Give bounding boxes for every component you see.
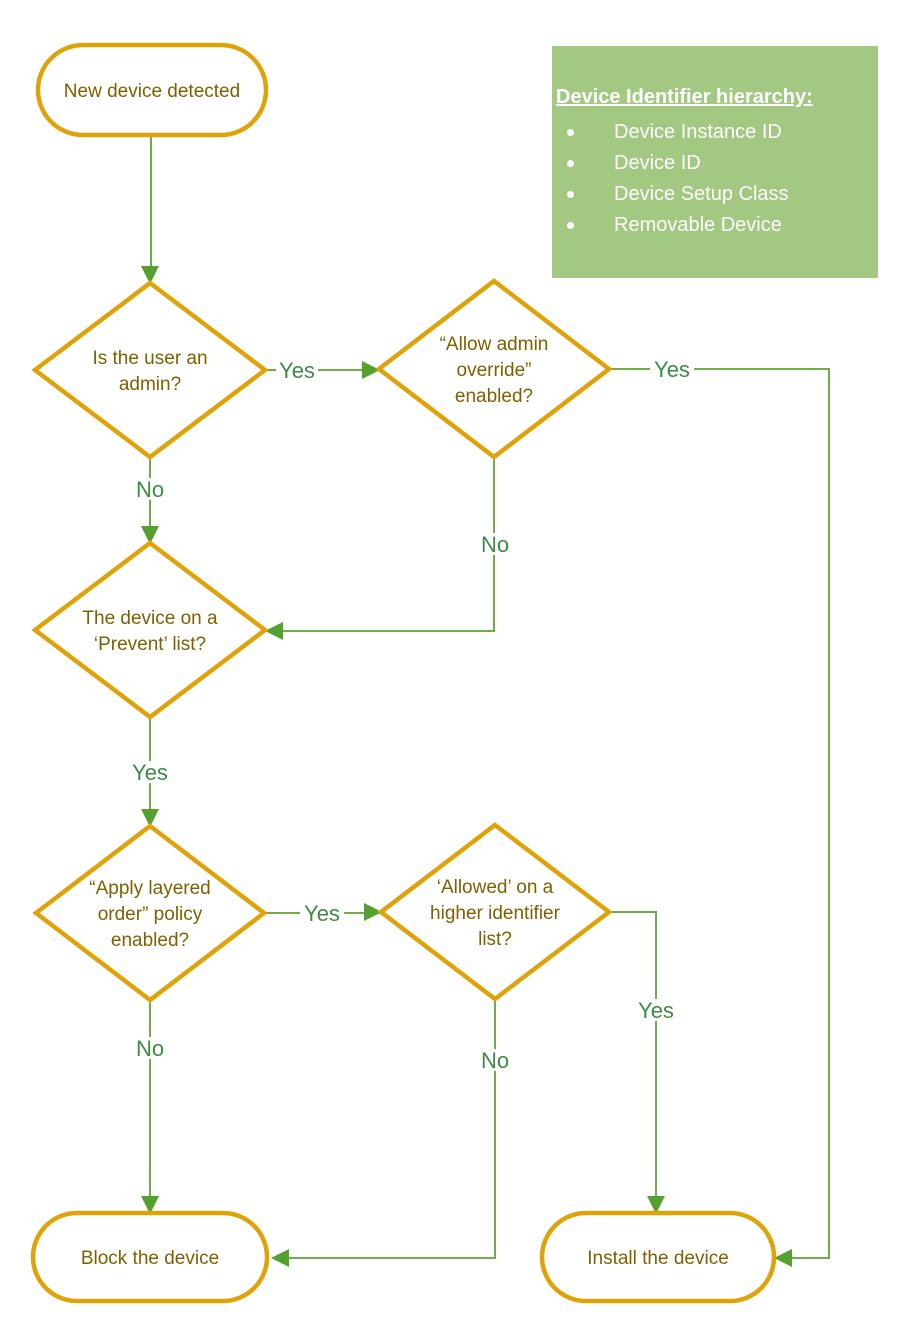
node-block-label: Block the device xyxy=(81,1248,219,1269)
edge-label-allowed-no: No xyxy=(481,1048,509,1073)
decision-override-line: “Allow admin xyxy=(440,334,549,355)
edge-label-bg xyxy=(128,761,172,783)
edge-label-bg xyxy=(650,358,694,380)
list-item: Removable Device xyxy=(556,210,872,241)
node-install-label: Install the device xyxy=(587,1248,729,1269)
node-block-device xyxy=(30,1210,270,1304)
decision-prevent-line: ‘Prevent’ list? xyxy=(94,634,206,655)
edge-label-allowed-yes: Yes xyxy=(638,998,674,1023)
arrowhead xyxy=(265,622,283,640)
list-item: Device ID xyxy=(556,148,872,179)
list-item: Device Instance ID xyxy=(556,117,872,148)
arrowhead xyxy=(141,266,159,284)
edge-label-admin-yes: Yes xyxy=(279,358,315,383)
decision-override-line: override” xyxy=(457,360,532,381)
arrowhead xyxy=(271,1249,289,1267)
edge-label-bg xyxy=(132,1037,168,1059)
decision-layered-line: enabled? xyxy=(111,930,189,951)
edge-allowed-no xyxy=(288,999,496,1259)
node-start xyxy=(35,42,269,138)
node-start-label: New device detected xyxy=(64,81,240,102)
decision-admin-line: admin? xyxy=(119,374,181,395)
decision-admin-line: Is the user an xyxy=(92,348,207,369)
bullet-icon xyxy=(567,191,574,198)
arrowhead xyxy=(362,361,380,379)
list-item-label: Device ID xyxy=(614,152,701,174)
edge-label-bg xyxy=(634,999,678,1021)
edge-label-bg xyxy=(477,1049,513,1071)
list-item-label: Removable Device xyxy=(614,214,782,236)
arrowhead xyxy=(141,1196,159,1214)
decision-allowed-higher-list xyxy=(377,822,613,1002)
edge-label-bg xyxy=(300,902,344,924)
decision-layered-line: “Apply layered xyxy=(89,878,210,899)
edge-label-bg xyxy=(477,533,513,555)
arrowhead xyxy=(647,1196,665,1214)
arrowhead xyxy=(364,903,382,921)
info-box-list: Device Instance ID Device ID Device Setu… xyxy=(556,117,872,241)
decision-prevent-list xyxy=(31,540,269,720)
edge-override-yes xyxy=(609,368,830,1259)
arrowhead xyxy=(141,526,159,544)
list-item-label: Device Instance ID xyxy=(614,121,782,143)
decision-is-user-admin xyxy=(31,280,269,460)
list-item-label: Device Setup Class xyxy=(614,183,789,205)
decision-allowed-line: higher identifier xyxy=(430,903,561,924)
decision-layered-line: order” policy xyxy=(98,904,203,925)
decision-apply-layered-order xyxy=(32,823,268,1003)
info-box-title: Device Identifier hierarchy: xyxy=(556,86,813,108)
node-install-device xyxy=(539,1210,777,1304)
bullet-icon xyxy=(567,160,574,167)
decision-allowed-line: ‘Allowed’ on a xyxy=(437,877,554,898)
edge-label-override-yes: Yes xyxy=(654,357,690,382)
edge-label-layered-no: No xyxy=(136,1036,164,1061)
edge-label-prevent-yes: Yes xyxy=(132,760,168,785)
edge-label-layered-yes: Yes xyxy=(304,901,340,926)
decision-allowed-line: list? xyxy=(478,929,512,950)
decision-prevent-line: The device on a xyxy=(82,608,218,629)
edge-label-bg xyxy=(133,478,167,500)
edge-label-bg xyxy=(276,359,318,381)
bullet-icon xyxy=(567,129,574,136)
decision-override-line: enabled? xyxy=(455,386,533,407)
arrowhead xyxy=(774,1249,792,1267)
decision-allow-admin-override xyxy=(375,278,613,460)
edge-label-admin-no: No xyxy=(136,477,164,502)
list-item: Device Setup Class xyxy=(556,179,872,210)
edge-label-override-no: No xyxy=(481,532,509,557)
edge-override-no xyxy=(282,457,495,632)
bullet-icon xyxy=(567,222,574,229)
edge-allowed-yes xyxy=(609,911,657,1197)
device-identifier-hierarchy-box: Device Identifier hierarchy: Device Inst… xyxy=(552,46,878,278)
arrowhead xyxy=(141,809,159,827)
